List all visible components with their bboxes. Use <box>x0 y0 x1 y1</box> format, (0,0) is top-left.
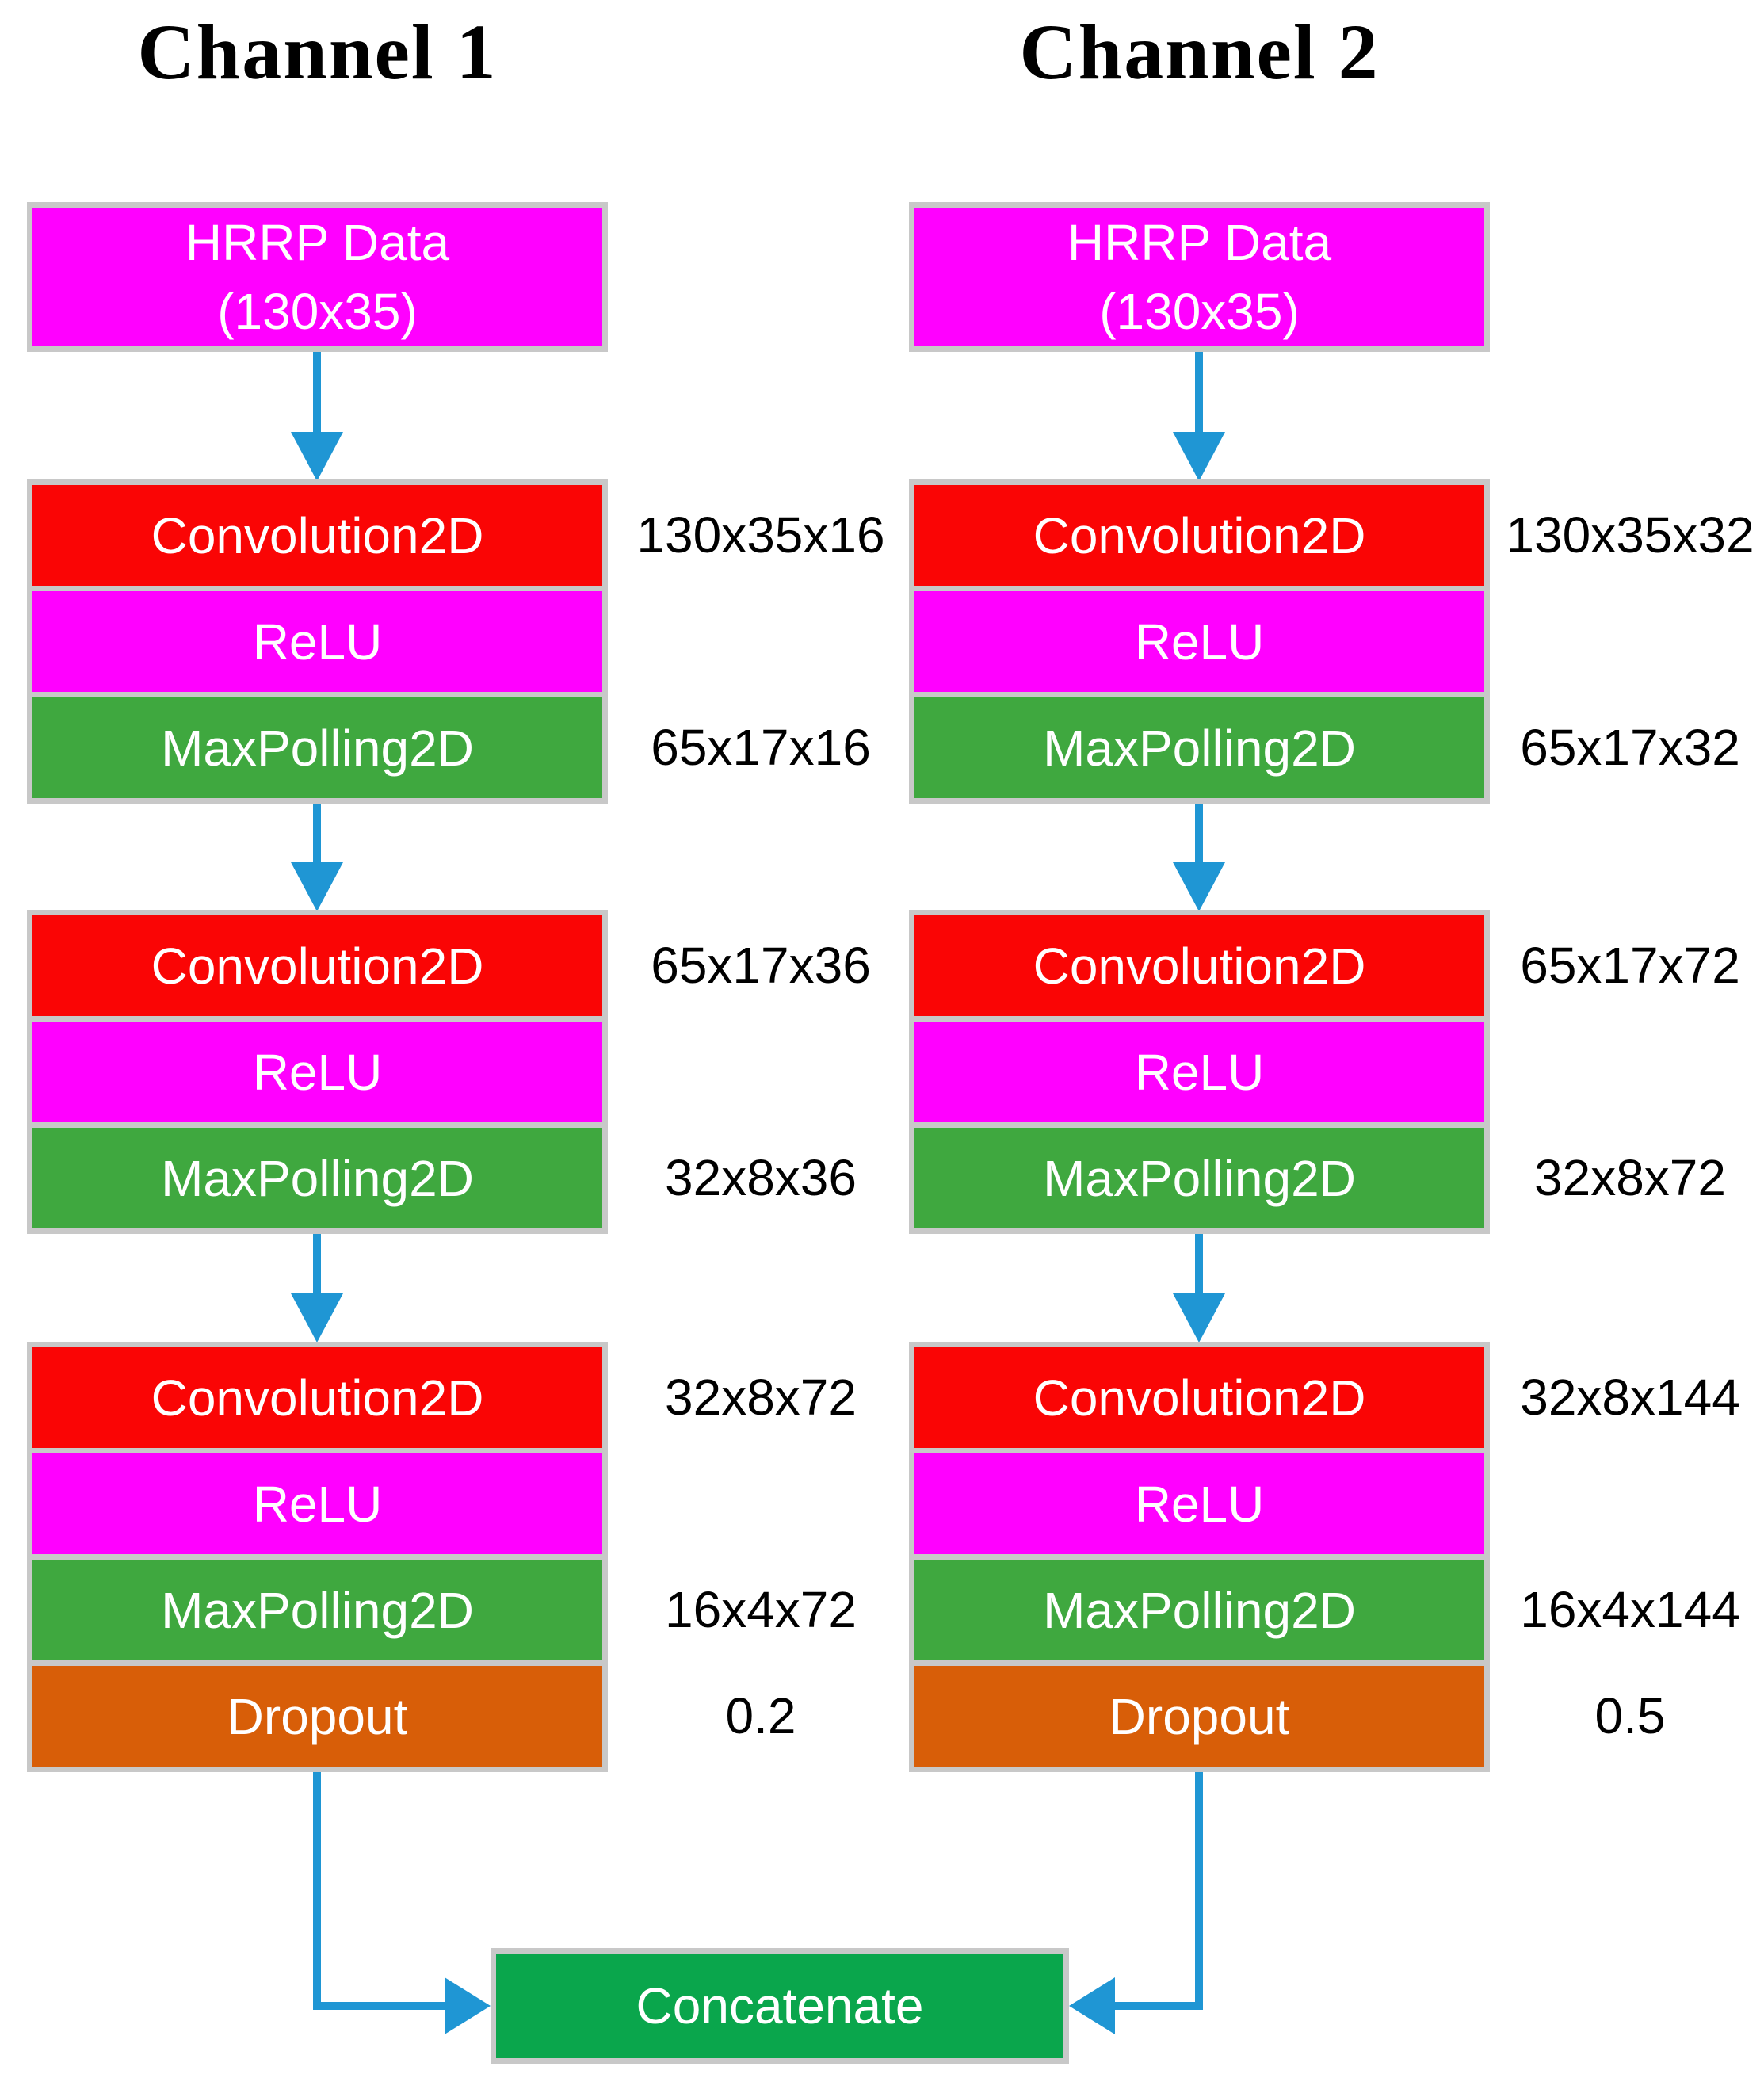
conv-block-3-ch2: Convolution2D ReLU MaxPolling2D Dropout <box>909 1342 1490 1772</box>
conv-block-1-ch2: Convolution2D ReLU MaxPolling2D <box>909 479 1490 804</box>
output-shape-annotation: 32x8x72 <box>665 1369 857 1426</box>
output-shape-annotation: 65x17x32 <box>1520 719 1740 776</box>
flow-arrow-line <box>1195 804 1203 867</box>
relu-layer-box: ReLU <box>914 1453 1484 1554</box>
connector-line-ch1 <box>313 2002 448 2010</box>
flow-arrow-line <box>1195 1234 1203 1296</box>
conv-layer-box: Convolution2D <box>914 915 1484 1016</box>
dropout-layer-box: Dropout <box>914 1666 1484 1767</box>
conv-layer-box: Convolution2D <box>914 485 1484 586</box>
maxpool-layer-box: MaxPolling2D <box>32 1128 602 1228</box>
relu-layer-box: ReLU <box>914 1022 1484 1122</box>
arrow-down-icon <box>1173 862 1225 911</box>
flow-arrow-line <box>313 352 321 435</box>
conv-layer-box: Convolution2D <box>32 915 602 1016</box>
conv-layer-box: Convolution2D <box>914 1347 1484 1448</box>
dropout-rate-annotation: 0.2 <box>725 1687 796 1744</box>
output-shape-annotation: 32x8x144 <box>1520 1369 1740 1426</box>
output-shape-annotation: 130x35x32 <box>1506 506 1754 563</box>
conv-block-3-ch1: Convolution2D ReLU MaxPolling2D Dropout <box>27 1342 608 1772</box>
hrrp-input-box-ch2: HRRP Data (130x35) <box>909 202 1490 352</box>
output-shape-annotation: 65x17x72 <box>1520 937 1740 994</box>
channel-2-title: Channel 2 <box>1019 8 1380 96</box>
arrow-down-icon <box>291 1293 343 1343</box>
dropout-rate-annotation: 0.5 <box>1594 1687 1666 1744</box>
concatenate-label: Concatenate <box>636 1977 924 2034</box>
output-shape-annotation: 130x35x16 <box>636 506 885 563</box>
arrow-down-icon <box>291 862 343 911</box>
conv-layer-box: Convolution2D <box>32 485 602 586</box>
relu-layer-box: ReLU <box>32 591 602 692</box>
relu-layer-box: ReLU <box>914 591 1484 692</box>
arrow-down-icon <box>291 432 343 481</box>
hrrp-input-shape: (130x35) <box>217 282 418 340</box>
maxpool-layer-box: MaxPolling2D <box>32 697 602 798</box>
output-shape-annotation: 65x17x16 <box>651 719 871 776</box>
hrrp-input-label: HRRP Data <box>185 213 450 271</box>
hrrp-input-box-ch1: HRRP Data (130x35) <box>27 202 608 352</box>
conv-layer-box: Convolution2D <box>32 1347 602 1448</box>
output-shape-annotation: 16x4x144 <box>1520 1581 1740 1638</box>
arrow-down-icon <box>1173 1293 1225 1343</box>
arrow-right-icon <box>445 1977 491 2034</box>
dropout-layer-box: Dropout <box>32 1666 602 1767</box>
hrrp-input-label: HRRP Data <box>1067 213 1332 271</box>
connector-line-ch1 <box>313 1772 321 2010</box>
arrow-left-icon <box>1069 1977 1115 2034</box>
maxpool-layer-box: MaxPolling2D <box>914 1560 1484 1660</box>
output-shape-annotation: 16x4x72 <box>665 1581 857 1638</box>
channel-1-title: Channel 1 <box>137 8 498 96</box>
flow-arrow-line <box>313 1234 321 1296</box>
conv-block-1-ch1: Convolution2D ReLU MaxPolling2D <box>27 479 608 804</box>
hrrp-input-shape: (130x35) <box>1099 282 1300 340</box>
connector-line-ch2 <box>1115 2002 1203 2010</box>
concatenate-box: Concatenate <box>491 1948 1069 2064</box>
relu-layer-box: ReLU <box>32 1022 602 1122</box>
connector-line-ch2 <box>1195 1772 1203 2010</box>
maxpool-layer-box: MaxPolling2D <box>914 697 1484 798</box>
flow-arrow-line <box>313 804 321 867</box>
relu-layer-box: ReLU <box>32 1453 602 1554</box>
conv-block-2-ch2: Convolution2D ReLU MaxPolling2D <box>909 910 1490 1234</box>
output-shape-annotation: 65x17x36 <box>651 937 871 994</box>
flow-arrow-line <box>1195 352 1203 435</box>
output-shape-annotation: 32x8x36 <box>665 1149 857 1206</box>
conv-block-2-ch1: Convolution2D ReLU MaxPolling2D <box>27 910 608 1234</box>
output-shape-annotation: 32x8x72 <box>1534 1149 1726 1206</box>
arrow-down-icon <box>1173 432 1225 481</box>
maxpool-layer-box: MaxPolling2D <box>914 1128 1484 1228</box>
maxpool-layer-box: MaxPolling2D <box>32 1560 602 1660</box>
